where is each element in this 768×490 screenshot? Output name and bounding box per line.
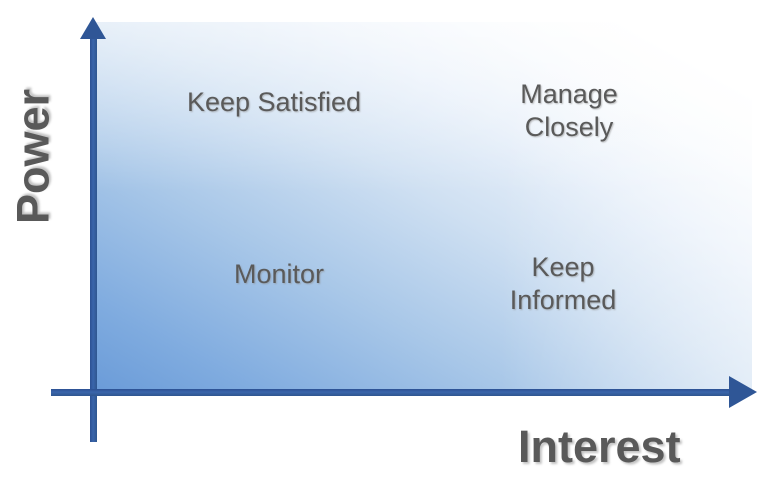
y-axis-line [90,34,97,442]
x-axis-title: Interest [518,421,681,472]
arrow-right-icon [729,376,757,408]
quadrant-label-manage-closely: Manage Closely [520,79,618,142]
quadrant-label-monitor: Monitor [233,259,325,289]
quadrant-label-keep-informed: Keep Informed [509,252,617,315]
y-axis-title: Power [7,88,59,225]
quadrant-label-keep-satisfied: Keep Satisfied [186,87,362,117]
x-axis-line [51,389,735,396]
arrow-up-icon [80,17,106,39]
